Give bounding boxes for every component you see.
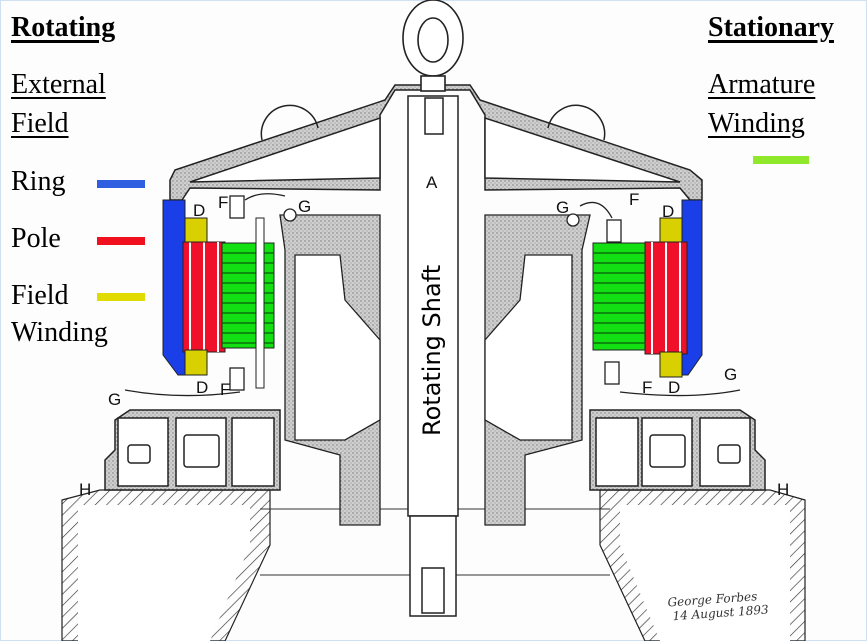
right-armature [592, 242, 646, 351]
label-A: A [426, 173, 438, 192]
legend-field-label: Field [11, 108, 69, 139]
left-armature [221, 242, 275, 349]
label-H-right: H [777, 480, 789, 499]
foundation [61, 489, 806, 641]
label-G-bottom-right: G [724, 365, 737, 384]
label-H-left: H [79, 480, 91, 499]
left-field-assembly [162, 199, 275, 389]
legend-pole-swatch [97, 237, 145, 245]
legend-ring-label: Ring [11, 166, 66, 197]
upper-bracket [169, 84, 703, 201]
fittings [124, 193, 741, 397]
label-G-top-right: G [556, 198, 569, 217]
label-G-bottom-left: G [108, 390, 121, 409]
label-D-top-left: D [193, 201, 205, 220]
part-labels: A D D D D F F F F G G G G H H [79, 173, 789, 499]
base-housing-left [104, 409, 281, 491]
label-F-top-right: F [629, 190, 639, 209]
legend-armature-label: Armature [708, 69, 816, 100]
base-housing-right [589, 409, 766, 491]
rotating-shaft [407, 95, 459, 617]
rotor-spider [279, 214, 591, 526]
label-F-top-left: F [218, 193, 228, 212]
left-field-winding-bottom [184, 349, 208, 376]
label-D-bottom-left: D [196, 378, 208, 397]
legend-field-winding-swatch [97, 293, 145, 301]
legend-winding-label: Winding [708, 108, 805, 139]
left-field-winding-top [184, 217, 208, 243]
label-D-top-right: D [662, 202, 674, 221]
legend-armature-swatch [753, 156, 809, 164]
legend-field-winding-label: Field [11, 280, 69, 311]
label-G-top-left: G [298, 197, 311, 216]
right-field-assembly [592, 199, 703, 378]
eye-bolt [402, 0, 464, 92]
label-F-bottom-left: F [220, 380, 230, 399]
right-field-winding-top [659, 217, 683, 243]
legend-stationary-heading: Stationary [708, 12, 834, 43]
legend-external-label: External [11, 69, 106, 100]
right-field-winding-bottom [659, 351, 683, 378]
legend-field-winding-label-line2: Winding [11, 317, 108, 348]
left-ring [162, 199, 186, 376]
rotating-shaft-label: Rotating Shaft [418, 264, 446, 436]
label-D-bottom-right: D [668, 378, 680, 397]
legend-pole-label: Pole [11, 223, 61, 254]
legend-ring-swatch [97, 180, 145, 188]
legend-rotating-heading: Rotating [11, 12, 116, 43]
label-F-bottom-right: F [642, 378, 652, 397]
